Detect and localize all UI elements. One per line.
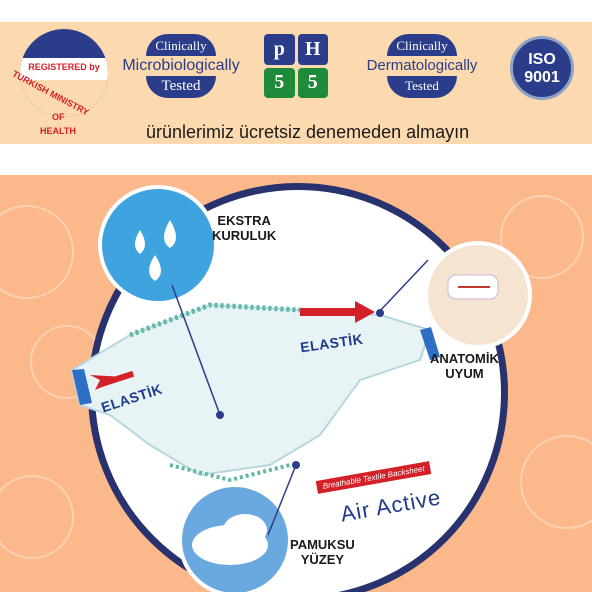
ph-p: p — [264, 34, 295, 65]
diaper-illustration — [70, 185, 532, 592]
tested-label: Tested — [146, 76, 216, 98]
arrow-right-shaft — [300, 308, 355, 316]
badge-cut — [20, 80, 108, 117]
iso-number: 9001 — [524, 69, 560, 86]
microbiologically-label: Microbiologically — [122, 57, 240, 74]
of-label: OF — [52, 112, 65, 122]
callout-line — [267, 464, 297, 536]
elastic-band — [169, 463, 291, 483]
registered-by-label: REGISTERED by — [28, 62, 100, 72]
water-drops-icon — [98, 185, 218, 305]
dermatologically-tested-badge: Clinically Dermatologically Tested — [352, 34, 492, 98]
microbiologically-tested-badge: Clinically Microbiologically Tested — [116, 34, 246, 98]
water-drop — [164, 220, 176, 248]
anatomic-fit-label: ANATOMİK UYUM — [430, 351, 499, 381]
ph-5-badge: p H 5 5 — [264, 34, 328, 98]
tested-label: Tested — [387, 76, 457, 98]
arrow-right-icon — [355, 301, 375, 323]
badge-stripe — [20, 58, 108, 80]
bg-circle — [0, 475, 74, 559]
cloud — [223, 514, 267, 546]
pamuksu-text: PAMUKSU — [290, 537, 355, 552]
clinically-label: Clinically — [146, 34, 216, 56]
product-feature-scene: EKSTRA KURULUK ANATOMİK UYUM PAMUKSU YÜZ… — [0, 175, 592, 592]
water-drop — [135, 230, 145, 254]
certification-banner: REGISTERED by TURKISH MINISTRY OF HEALTH… — [0, 22, 592, 144]
left-tab — [72, 369, 92, 405]
bg-circle — [500, 195, 584, 279]
registered-ministry-badge: REGISTERED by — [20, 29, 108, 117]
iso-9001-badge: ISO 9001 — [510, 36, 574, 100]
ekstra-text: EKSTRA — [217, 213, 271, 228]
extra-dryness-label: EKSTRA KURULUK — [212, 213, 276, 243]
ph-five-right: 5 — [297, 67, 328, 98]
slogan-text: ürünlerimiz ücretsiz denemeden almayın — [146, 122, 470, 142]
cotton-surface-label: PAMUKSU YÜZEY — [290, 537, 355, 567]
dermatologically-label: Dermatologically — [366, 57, 478, 74]
kuruluk-text: KURULUK — [212, 228, 277, 243]
callout-dot — [376, 309, 384, 317]
elastic-band — [129, 302, 301, 338]
arrow-left-shaft — [99, 370, 135, 388]
anatomik-text: ANATOMİK — [430, 351, 499, 366]
yuzey-text: YÜZEY — [300, 552, 345, 567]
callout-line — [377, 259, 429, 314]
ph-five-left: 5 — [264, 67, 295, 98]
health-label: HEALTH — [40, 126, 76, 136]
right-tab — [420, 327, 440, 360]
clinically-label: Clinically — [387, 34, 457, 56]
iso-label: ISO — [528, 51, 556, 68]
callout-line — [171, 284, 221, 416]
callout-dot — [216, 411, 224, 419]
callout-dot — [292, 461, 300, 469]
uyum-text: UYUM — [445, 366, 484, 381]
diaper-body — [70, 303, 432, 477]
water-drop — [149, 255, 161, 281]
ph-h: H — [297, 34, 328, 65]
